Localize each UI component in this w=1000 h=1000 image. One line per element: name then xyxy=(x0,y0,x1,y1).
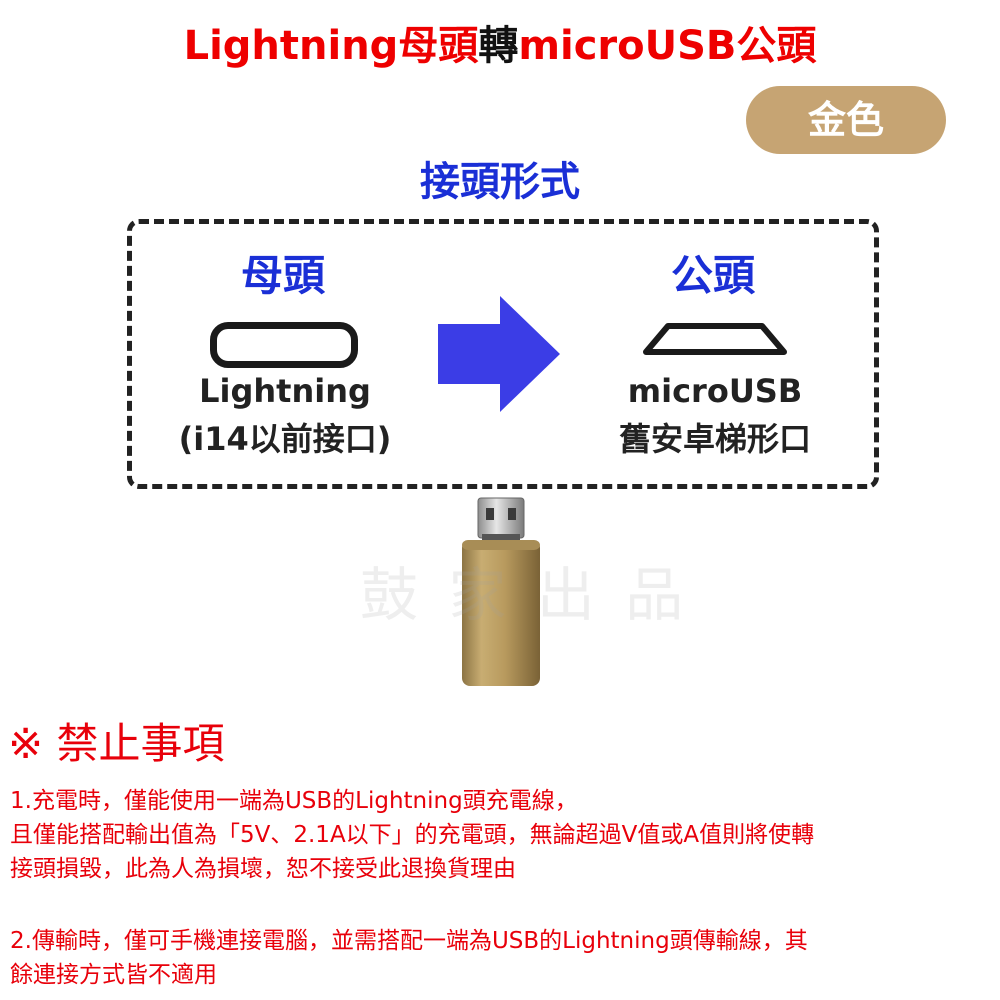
warning-line: 餘連接方式皆不適用 xyxy=(10,962,217,988)
warning-title: ※ 禁止事項 xyxy=(8,719,225,768)
title-part-convert: 轉 xyxy=(478,23,519,69)
watermark-text: 鼓 家 出 品 xyxy=(360,561,690,629)
female-heading: 母頭 xyxy=(240,251,325,300)
gold-adapter-image xyxy=(462,497,540,686)
warning-line: 且僅能搭配輸出值為「5V、2.1A以下」的充電頭，無論超過V值或A值則將使轉 xyxy=(10,822,815,848)
page-title: Lightning母頭轉microUSB公頭 xyxy=(0,16,1000,76)
warning-line: 2.傳輸時，僅可手機連接電腦，並需搭配一端為USB的Lightning頭傳輸線，… xyxy=(10,928,808,954)
color-badge: 金色 xyxy=(746,86,946,154)
arrow-right-icon xyxy=(438,296,560,412)
micro-usb-port-icon xyxy=(643,323,787,355)
title-part-microusb-male: microUSB公頭 xyxy=(518,23,817,69)
warning-line: 1.充電時，僅能使用一端為USB的Lightning頭充電線， xyxy=(10,788,578,814)
warning-line: 接頭損毀，此為人為損壞，恕不接受此退換貨理由 xyxy=(10,856,516,882)
connector-diagram-box xyxy=(127,219,879,489)
connector-type-heading: 接頭形式 xyxy=(420,159,580,205)
lightning-port-icon xyxy=(210,322,358,368)
male-heading: 公頭 xyxy=(670,251,755,300)
title-part-lightning-female: Lightning母頭 xyxy=(183,23,479,69)
female-connector-note: (i14以前接口) xyxy=(178,420,392,458)
female-connector-name: Lightning xyxy=(199,372,371,410)
male-connector-name: microUSB xyxy=(627,372,803,410)
male-connector-note: 舊安卓梯形口 xyxy=(618,420,811,458)
